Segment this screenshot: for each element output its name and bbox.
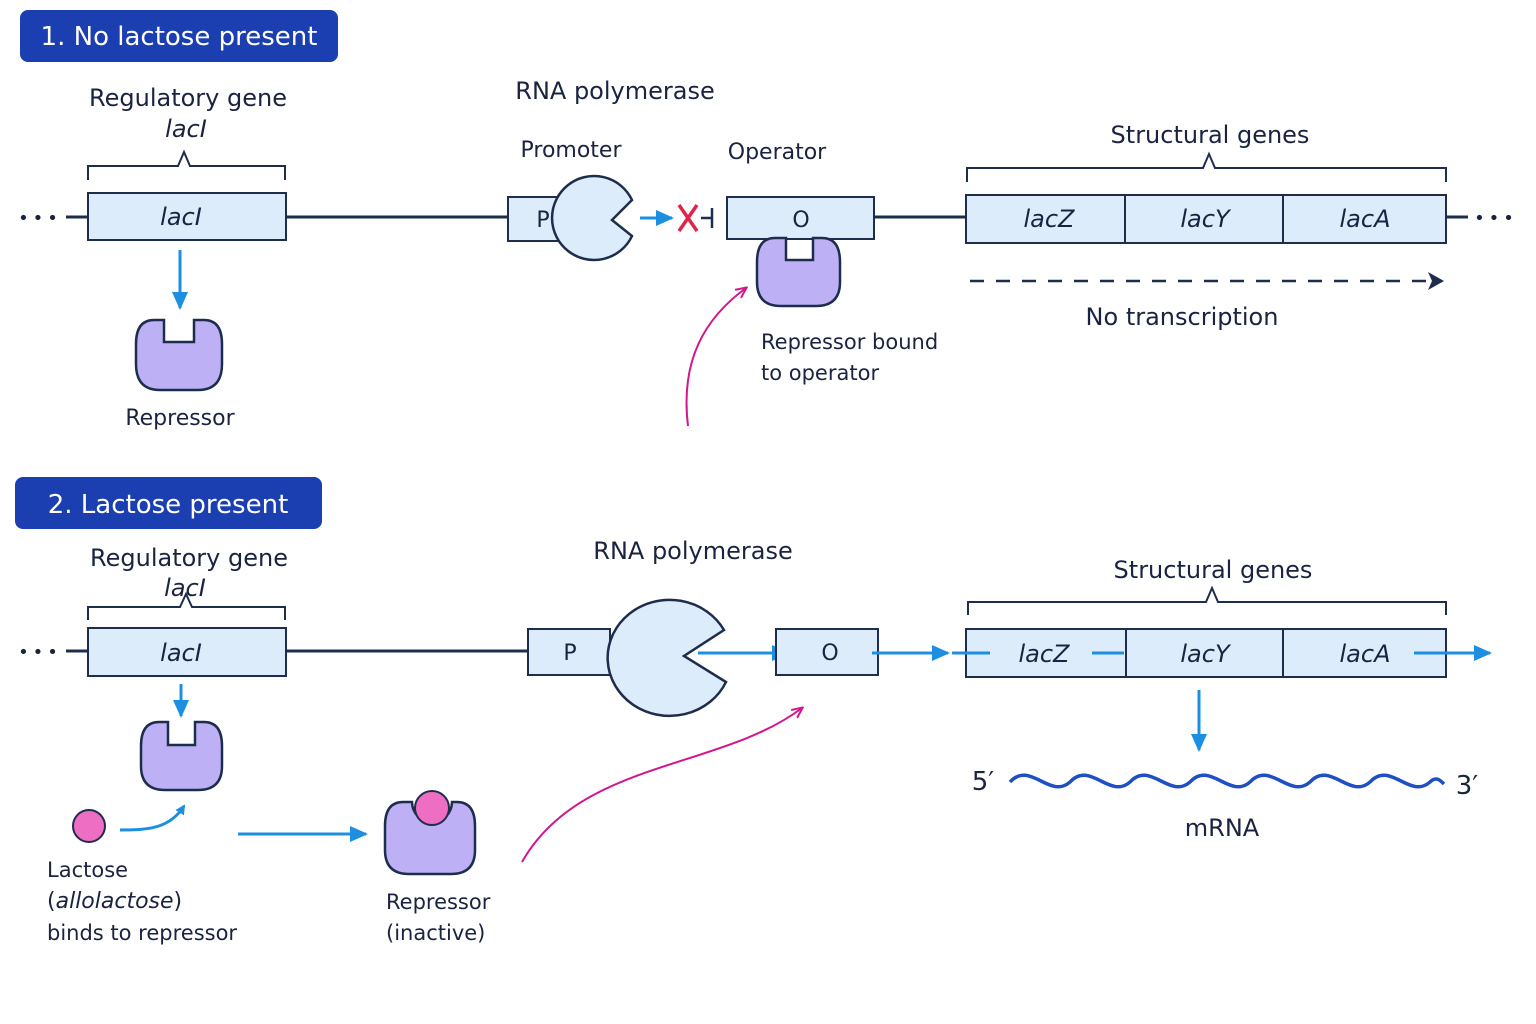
operator-box-label: O [792,208,809,233]
panel-2-banner: 2. Lactose present [15,477,322,529]
repressor-inactive-label-line2: (inactive) [386,921,485,945]
repressor-inactive-label-line1: Repressor [386,890,491,914]
gene-lacy-label: lacY [1180,205,1232,233]
dna-ellipsis-left: ••• [18,208,62,229]
repressor-protein [134,318,224,392]
repressor-bound-label-line1: Repressor bound [761,330,938,354]
operator-box-label: O [821,641,838,666]
banner-background [15,477,322,529]
banner-background [20,10,338,62]
gene-lacz-label: lacZ [1018,640,1070,668]
repressor-protein [139,720,224,792]
regulatory-gene-name: lacI [165,115,207,143]
banner-title: 2. Lactose present [48,490,289,520]
operator-label: Operator [728,140,827,165]
laci-gene-box [87,192,287,241]
lactose-label-line1: Lactose [47,858,128,882]
mrna-strand [1008,773,1446,789]
laci-gene-box [87,627,287,677]
laci-gene-label: lacI [160,203,202,231]
rna-polymerase-enzyme [550,174,634,262]
no-transcription-label: No transcription [1086,303,1279,331]
regulatory-gene-label: Regulatory gene [90,544,288,572]
repressor-binding-arrow [685,288,746,427]
three-prime-label: 3′ [1456,771,1479,801]
blocked-x-icon [677,204,699,232]
gene-lacz-label: lacZ [1023,205,1075,233]
inactive-repressor-protein [383,800,477,876]
regulatory-gene-bracket [87,149,286,180]
promoter-box-label: P [536,208,549,233]
repressor-label: Repressor [125,406,235,431]
panel-2: 2. Lactose present Regulatory gene lacI … [15,477,1492,945]
repressor-bound-label-line2: to operator [761,361,879,385]
regulatory-gene-bracket [87,591,286,620]
lactose-label-line2: (allolactose) [47,889,182,914]
promoter-box [527,628,611,676]
five-prime-label: 5′ [972,767,995,797]
rna-polymerase-label: RNA polymerase [593,537,792,565]
operator-free-arrow [521,708,802,863]
gene-lacy-label: lacY [1180,640,1232,668]
lactose-molecule [72,809,106,843]
structural-genes-label: Structural genes [1114,556,1313,584]
promoter-label: Promoter [521,138,623,163]
structural-genes-box [965,194,1447,244]
bound-lactose-molecule [414,790,450,826]
operator-box [726,196,875,240]
regulatory-gene-label: Regulatory gene [89,84,287,112]
laci-gene-label: lacI [160,639,202,667]
mrna-label: mRNA [1185,814,1260,842]
lactose-binding-arrow [119,804,186,832]
dna-ellipsis-left: ••• [18,642,62,663]
rna-polymerase-label: RNA polymerase [515,77,714,105]
dna-ellipsis-right: ••• [1474,208,1518,229]
structural-genes-bracket [966,151,1447,182]
structural-genes-label: Structural genes [1111,121,1310,149]
bound-repressor-protein [755,236,842,308]
promoter-box-label: P [563,641,576,666]
structural-genes-bracket [967,585,1447,615]
panel-1-banner: 1. No lactose present [20,10,338,62]
panel-1: 1. No lactose present Regulatory gene la… [18,10,1518,431]
gene-laca-label: lacA [1340,640,1391,668]
banner-title: 1. No lactose present [41,22,318,52]
structural-genes-box [965,628,1447,678]
gene-laca-label: lacA [1340,205,1391,233]
block-bar-icon [701,208,714,228]
rna-polymerase-enzyme [606,598,728,718]
lactose-label-line3: binds to repressor [47,921,237,945]
